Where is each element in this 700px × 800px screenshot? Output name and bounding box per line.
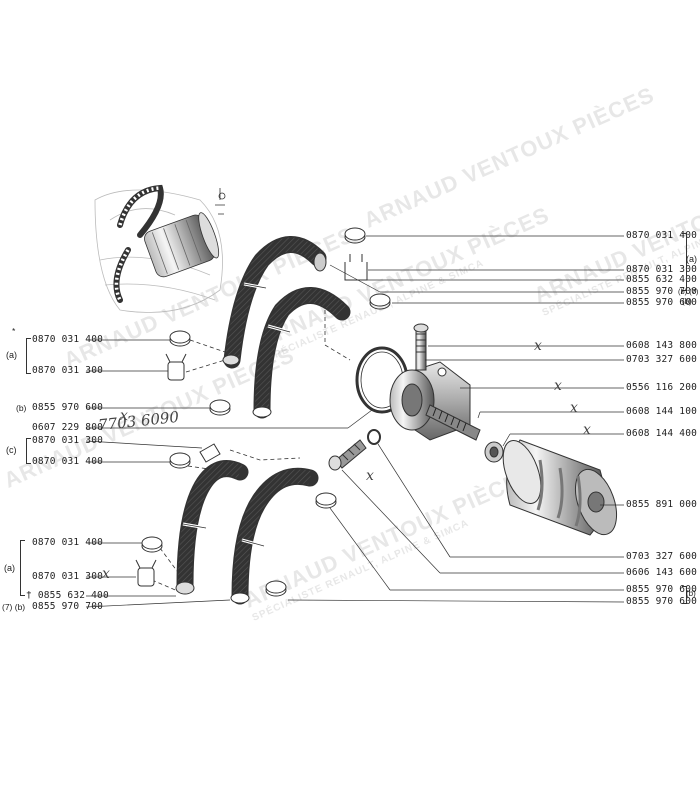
part-number-label: 0608 144 100 [626, 406, 698, 417]
group-tag-a-lower: (a) [4, 563, 15, 573]
part-number-label: 0870 031 400 [32, 456, 104, 467]
part-number-label: 0870 031 400 [32, 537, 104, 548]
lower-hose-2 [230, 467, 319, 605]
group-bracket-a-lower [20, 540, 25, 596]
part-number-label: 0870 031 400 [626, 230, 698, 241]
part-number-label: 0608 144 400 [626, 428, 698, 439]
group-tag-b-lower: (b) [686, 589, 696, 598]
handwritten-tick: x [120, 408, 128, 424]
part-number-label: 0870 031 400 [32, 334, 104, 345]
footnote-star: * [12, 326, 16, 336]
part-number-label: 0870 031 300 [32, 365, 104, 376]
part-number-label: 0855 891 000 [626, 499, 698, 510]
group-bracket-a [682, 233, 687, 291]
upper-clamps [313, 227, 391, 310]
group-tag-b: (b) [682, 297, 692, 306]
part-number-label: 0703 327 600 [626, 551, 698, 562]
part-number-label: 0855 970 600 [626, 297, 698, 308]
left-clamps [165, 330, 240, 416]
banjo-bolt [328, 429, 381, 471]
handwritten-tick: x [583, 422, 591, 438]
part-number-label: 0703 327 600 [626, 354, 698, 365]
group-bracket-a-upper [26, 338, 31, 374]
lower-clamps [135, 443, 337, 597]
part-number-label: 0855 970 600 [626, 584, 698, 595]
group-bracket-c [26, 438, 31, 464]
part-number-label: 0855 970 600 [626, 596, 698, 607]
group-tag-a: (a) [686, 254, 697, 264]
oil-filter-canister [502, 439, 618, 536]
group-tag-a-upper: (a) [6, 350, 17, 360]
leader-lines-right [287, 235, 625, 603]
dashed-assembly-lines [151, 310, 351, 593]
lower-hose-1 [175, 460, 249, 595]
handwritten-tick: x [554, 378, 562, 394]
handwritten-tick: x [534, 338, 542, 354]
handwritten-tick: x [102, 566, 110, 582]
handwritten-tick: x [366, 468, 374, 484]
group-tag-b7: (b) (7) [678, 287, 699, 296]
upper-hose-1 [223, 236, 327, 369]
engine-inset-illustration [94, 184, 226, 313]
leader-lines-left [85, 339, 373, 608]
part-number-label: 0607 229 800 [32, 422, 104, 433]
part-number-label: 0855 970 700 [32, 601, 104, 612]
group-bracket-b [682, 586, 687, 604]
handwritten-tick: x [570, 400, 578, 416]
part-number-label: 0855 970 600 [32, 402, 104, 413]
group-tag-7b: (7) (b) [2, 602, 26, 612]
part-number-label: 0606 143 600 [626, 567, 698, 578]
part-number-label: 0870 031 300 [32, 435, 104, 446]
part-number-label: 0870 031 300 [32, 571, 104, 582]
part-number-label: † 0855 632 400 [26, 590, 109, 601]
upper-hose-2 [252, 287, 351, 419]
group-tag-b-left: (b) [16, 403, 27, 413]
part-number-label: 0870 031 300 [626, 264, 698, 275]
threaded-stud [425, 404, 504, 463]
part-number-label: 0608 143 800 [626, 340, 698, 351]
part-number-label: 0855 632 400 † [626, 274, 700, 285]
part-number-label: 0556 116 200 [626, 382, 698, 393]
part-number-label: 0855 970 700 [626, 286, 698, 297]
group-tag-c: (c) [6, 445, 17, 455]
